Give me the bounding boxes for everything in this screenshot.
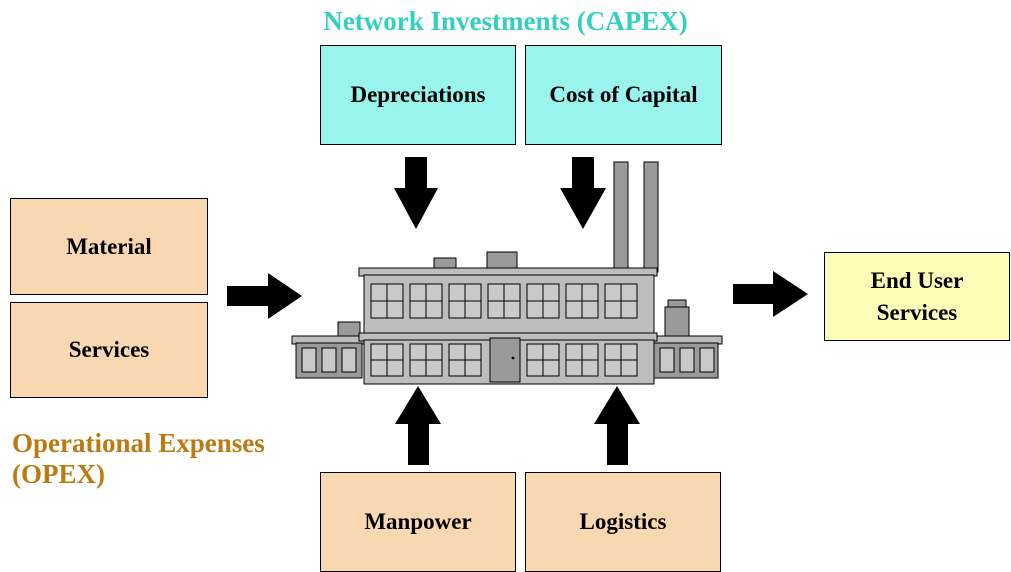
window-icon — [526, 283, 560, 319]
cost-of-capital-box: Cost of Capital — [525, 45, 722, 145]
window-icon — [604, 283, 638, 319]
material-label: Material — [66, 233, 152, 259]
arrow-icon — [594, 386, 640, 465]
arrow-icon — [394, 157, 438, 229]
window-icon — [370, 283, 404, 319]
opex-heading: Operational Expenses (OPEX) — [12, 428, 265, 490]
window-icon — [448, 283, 482, 319]
depreciations-label: Depreciations — [350, 82, 486, 108]
manpower-label: Manpower — [364, 509, 472, 535]
window-icon — [679, 347, 695, 373]
capex-heading: Network Investments (CAPEX) — [323, 6, 688, 36]
manpower-box: Manpower — [320, 472, 516, 572]
window-icon — [409, 283, 443, 319]
arrow-icon — [733, 271, 808, 317]
arrow-icon — [560, 157, 606, 229]
arrow-icon — [395, 386, 441, 465]
services-box: Services — [10, 302, 208, 398]
material-box: Material — [10, 198, 208, 295]
cost-of-capital-label: Cost of Capital — [549, 82, 698, 108]
window-icon — [699, 347, 715, 373]
window-icon — [301, 347, 317, 373]
factory-windows — [301, 283, 715, 377]
window-icon — [321, 347, 337, 373]
arrow-icon — [227, 273, 302, 319]
logistics-label: Logistics — [579, 509, 667, 535]
depreciations-box: Depreciations — [320, 45, 516, 145]
end-user-services-box: End User Services — [824, 252, 1010, 341]
window-icon — [487, 283, 521, 319]
window-icon — [565, 283, 599, 319]
end-user-services-label: End User Services — [870, 268, 964, 325]
window-icon — [409, 343, 443, 377]
window-icon — [565, 343, 599, 377]
services-label: Services — [68, 337, 150, 363]
window-icon — [370, 343, 404, 377]
window-icon — [341, 347, 357, 373]
logistics-box: Logistics — [525, 472, 721, 572]
window-icon — [526, 343, 560, 377]
window-icon — [659, 347, 675, 373]
window-icon — [604, 343, 638, 377]
window-icon — [448, 343, 482, 377]
